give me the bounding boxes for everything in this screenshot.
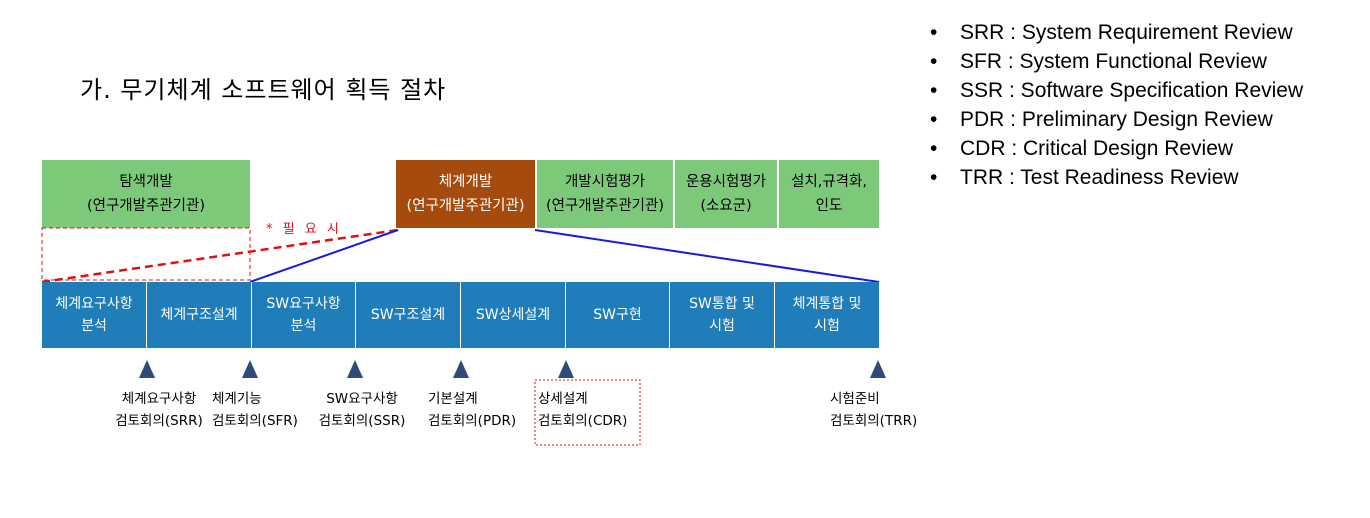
review-line: 검토회의(SRR): [115, 413, 203, 429]
review-pdr: 기본설계 검토회의(PDR): [428, 388, 528, 432]
step-label: SW상세설계: [475, 307, 551, 323]
pdr-marker-triangle-icon: [453, 360, 469, 378]
review-ssr: SW요구사항 검토회의(SSR): [312, 388, 412, 432]
step-label: 체계구조설계: [160, 307, 238, 323]
legend-text: TRR : Test Readiness Review: [960, 166, 1239, 189]
review-line: 검토회의(SSR): [318, 413, 406, 429]
bullet-icon: •: [930, 108, 938, 131]
phase-owner: (연구개발주관기관): [406, 198, 525, 214]
review-line: 기본설계: [428, 391, 478, 407]
review-trr: 시험준비 검토회의(TRR): [830, 388, 930, 432]
phase-name: 탐색개발: [119, 174, 173, 190]
cdr-dotted-outline: [534, 379, 641, 446]
step-sw-implementation: SW구현: [566, 282, 670, 348]
legend-item-srr: • SRR : System Requirement Review: [926, 18, 1303, 47]
review-line: 검토회의(PDR): [428, 413, 517, 429]
legend-text: SSR : Software Specification Review: [960, 79, 1304, 102]
step-system-architecture-design: 체계구조설계: [147, 282, 252, 348]
bullet-icon: •: [930, 50, 938, 73]
step-label: 시험: [814, 318, 840, 334]
phase-system-development: 체계개발 (연구개발주관기관): [396, 160, 535, 228]
exploratory-dotted-outline: [41, 227, 251, 281]
review-line: 상세설계: [538, 391, 588, 407]
step-label: 분석: [290, 318, 317, 334]
phase-operational-test-evaluation: 운용시험평가 (소요군): [675, 160, 777, 228]
srr-marker-triangle-icon: [139, 360, 155, 378]
legend-item-pdr: • PDR : Preliminary Design Review: [926, 105, 1303, 134]
step-sw-integration-test: SW통합 및 시험: [670, 282, 775, 348]
legend-item-cdr: • CDR : Critical Design Review: [926, 134, 1303, 163]
phase-owner: 인도: [815, 198, 843, 214]
step-label: 분석: [81, 318, 107, 334]
phase-name: 체계개발: [438, 174, 493, 190]
legend-text: SRR : System Requirement Review: [960, 21, 1293, 44]
red-dashed-connector: [41, 228, 399, 284]
phase-owner: (소요군): [700, 198, 752, 214]
review-line: 체계기능: [212, 391, 262, 407]
phase-name: 운용시험평가: [685, 174, 767, 190]
step-sw-architecture-design: SW구조설계: [356, 282, 461, 348]
step-label: SW구현: [593, 307, 642, 323]
abbreviation-legend: • SRR : System Requirement Review • SFR : …: [926, 18, 1303, 192]
blue-connector-right: [534, 229, 880, 283]
step-sw-requirements-analysis: SW요구사항 분석: [252, 282, 356, 348]
phase-owner: (연구개발주관기관): [86, 198, 206, 214]
review-line: 체계요구사항: [121, 391, 197, 407]
step-label: SW요구사항: [266, 296, 341, 312]
phase-exploratory-development: 탐색개발 (연구개발주관기관): [42, 160, 250, 228]
bullet-icon: •: [930, 137, 938, 160]
review-line: 검토회의(TRR): [830, 413, 918, 429]
review-srr: 체계요구사항 검토회의(SRR): [104, 388, 214, 432]
review-line: 시험준비: [830, 391, 880, 407]
legend-text: SFR : System Functional Review: [960, 50, 1267, 73]
cdr-marker-triangle-icon: [558, 360, 574, 378]
step-label: 체계통합 및: [792, 296, 862, 312]
bullet-icon: •: [930, 166, 938, 189]
step-system-requirements-analysis: 체계요구사항 분석: [42, 282, 147, 348]
legend-item-sfr: • SFR : System Functional Review: [926, 47, 1303, 76]
review-line: 검토회의(CDR): [538, 413, 628, 429]
sfr-marker-triangle-icon: [242, 360, 258, 378]
review-line: 검토회의(SFR): [212, 413, 298, 429]
legend-text: CDR : Critical Design Review: [960, 137, 1234, 160]
step-label: 체계요구사항: [55, 296, 133, 312]
as-needed-label: * 필 요 시: [266, 222, 342, 237]
step-label: SW구조설계: [370, 307, 446, 323]
review-sfr: 체계기능 검토회의(SFR): [212, 388, 312, 432]
phase-name: 개발시험평가: [564, 174, 646, 190]
ssr-marker-triangle-icon: [347, 360, 363, 378]
legend-item-ssr: • SSR : Software Specification Review: [926, 76, 1303, 105]
page-title: 가. 무기체계 소프트웨어 획득 절차: [80, 76, 447, 104]
blue-connector-left: [249, 229, 399, 283]
phase-installation-delivery: 설치,규격화, 인도: [779, 160, 879, 228]
review-cdr: 상세설계 검토회의(CDR): [538, 388, 638, 432]
step-label: 시험: [709, 318, 735, 334]
step-system-integration-test: 체계통합 및 시험: [775, 282, 879, 348]
legend-item-trr: • TRR : Test Readiness Review: [926, 163, 1303, 192]
bullet-icon: •: [930, 79, 938, 102]
review-line: SW요구사항: [326, 391, 398, 407]
step-sw-detailed-design: SW상세설계: [461, 282, 566, 348]
bullet-icon: •: [930, 21, 938, 44]
step-label: SW통합 및: [689, 296, 755, 312]
trr-marker-triangle-icon: [870, 360, 886, 378]
phase-owner: (연구개발주관기관): [545, 198, 665, 214]
phase-development-test-evaluation: 개발시험평가 (연구개발주관기관): [537, 160, 673, 228]
legend-text: PDR : Preliminary Design Review: [960, 108, 1273, 131]
phase-name: 설치,규격화,: [791, 174, 867, 190]
